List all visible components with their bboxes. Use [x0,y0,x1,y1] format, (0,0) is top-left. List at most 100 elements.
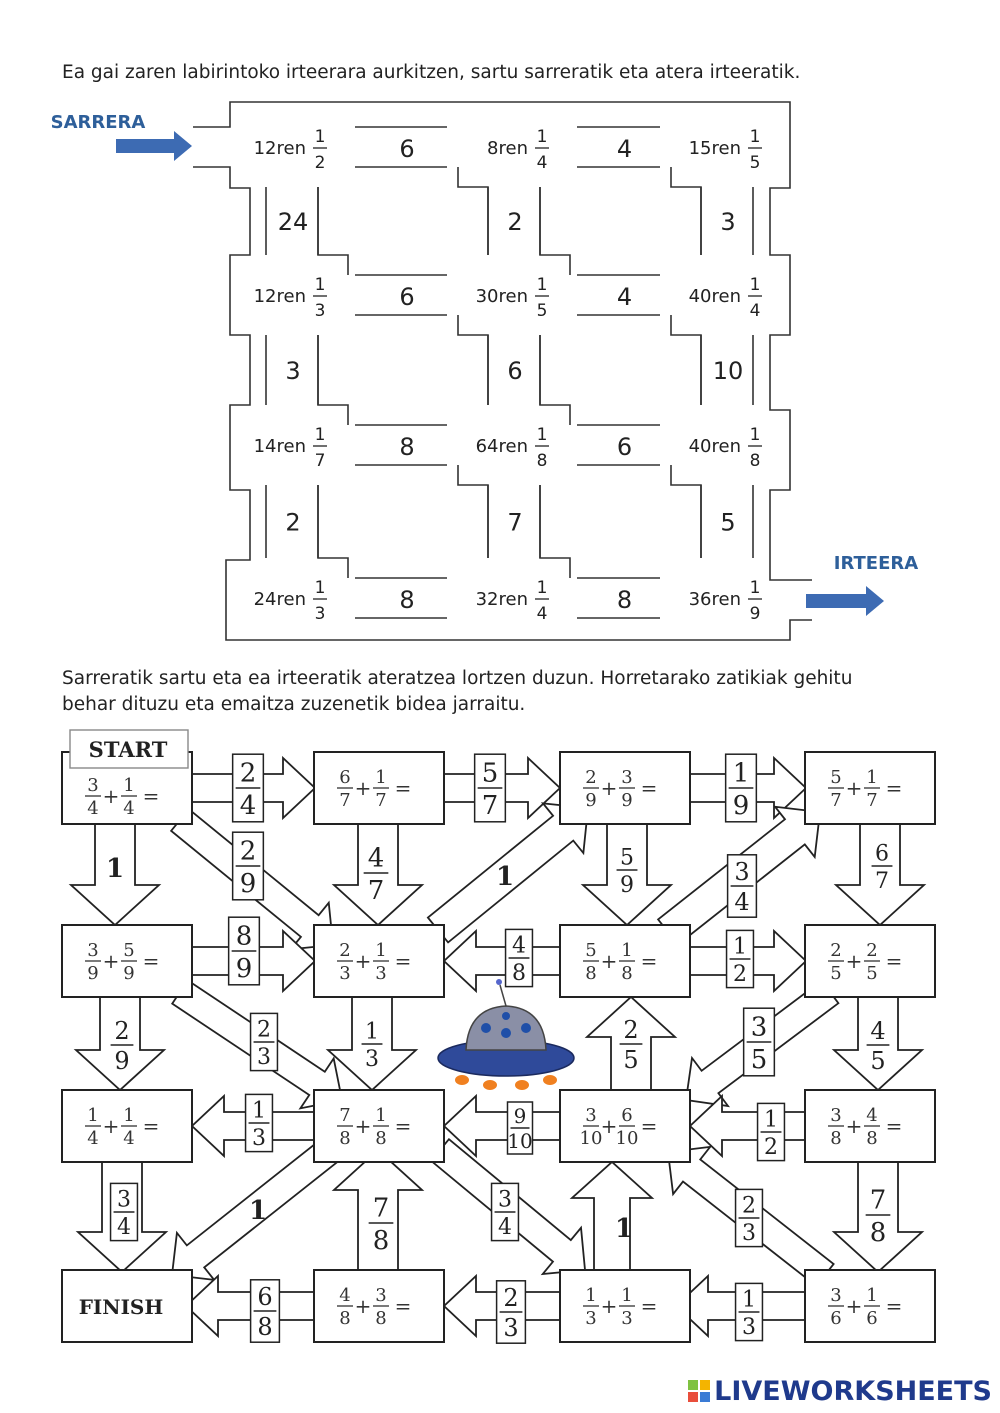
maze1-corridor-value: 3 [285,357,300,385]
maze2-eq-numerator-a: 3 [585,1105,596,1126]
maze2-eq-equals: = [143,784,160,808]
maze1-inner-wall [317,187,349,275]
maze2-eq-denominator-b: 7 [830,790,841,811]
maze2-eq-denominator-b: 9 [585,790,596,811]
maze2-arrow-diagonal [171,1137,340,1282]
maze2-value-numerator: 3 [734,858,749,886]
maze1-corridor-value: 4 [617,283,632,311]
maze2-eq-denominator-b: 5 [830,963,841,984]
maze2-arrow-value: 13 [244,1093,274,1153]
maze2-eq-numerator-c: 1 [123,1105,134,1126]
maze2-value-denominator: 9 [236,954,253,984]
maze2-eq-denominator-b: 8 [585,963,596,984]
maze1-corridor-value: 6 [507,357,522,385]
maze2-eq-equals: = [143,949,160,973]
maze2-value-denominator: 3 [257,1045,271,1070]
maze2-eq-plus: + [601,1294,618,1318]
maze2-value-numerator: 1 [742,1288,756,1313]
maze1-inner-wall [539,485,571,578]
maze2-value-denominator: 4 [498,1215,512,1240]
maze2-eq-numerator-c: 3 [375,1285,386,1306]
maze2-eq-plus: + [355,1294,372,1318]
maze2-eq-numerator-a: 2 [339,940,350,961]
maze2-finish-label: FINISH [79,1295,164,1319]
maze2-arrow-value: 12 [725,929,755,989]
maze2-equation: 36+16= [828,1285,902,1329]
maze2-value-denominator: 4 [240,791,257,821]
maze1-corridor-value: 2 [285,509,300,537]
maze2-eq-numerator-a: 3 [87,940,98,961]
maze2-value-numerator: 1 [764,1108,778,1133]
maze2-instructions-line2: behar dituzu eta emaitza zuzenetik bidea… [62,694,526,715]
maze1-node-number: 40ren [689,436,741,457]
maze1-fraction-numerator: 1 [537,127,548,147]
maze2-eq-denominator-b: 9 [87,963,98,984]
maze2-eq-denominator-d: 3 [375,963,386,984]
maze2-arrow-value: 59 [616,846,638,898]
maze2-value-whole: 1 [615,1214,633,1244]
maze1-instructions: Ea gai zaren labirintoko irteerara aurki… [62,62,801,83]
maze2-start-tag [69,729,189,769]
maze2-equation: 58+18= [583,940,657,984]
maze1-inner-wall [457,465,489,558]
maze1-fraction-numerator: 1 [537,425,548,445]
maze2-eq-denominator-b: 8 [339,1128,350,1149]
maze2-arrow-value: 68 [249,1279,281,1343]
maze2-eq-plus: + [355,776,372,800]
maze2-arrow-value: 13 [361,1020,383,1072]
maze2-eq-numerator-c: 4 [866,1105,877,1126]
maze2-arrow-value: 45 [866,1017,890,1075]
maze2-value-denominator: 5 [870,1047,885,1075]
maze1-diagram: 12ren128ren1415ren1512ren1330ren1540ren1… [51,101,918,641]
maze1-fraction-numerator: 1 [315,275,326,295]
maze2-eq-plus: + [355,1114,372,1138]
maze1-fraction-numerator: 1 [750,425,761,445]
maze2-value-denominator: 8 [373,1226,390,1256]
maze2-eq-numerator-c: 1 [866,767,877,788]
maze2-value-denominator: 7 [482,791,499,821]
maze1-corridor-value: 6 [399,135,414,163]
maze2-eq-plus: + [355,949,372,973]
maze2-eq-numerator-a: 2 [830,940,841,961]
maze1-inner-wall [317,485,349,578]
maze2-value-numerator: 7 [870,1186,887,1216]
maze2-eq-denominator-d: 8 [375,1308,386,1329]
maze1-fraction-denominator: 2 [315,153,326,173]
maze2-value-numerator: 2 [503,1284,518,1312]
maze2-arrow-value: 25 [619,1016,643,1074]
maze2-eq-numerator-c: 1 [375,1105,386,1126]
ufo-leg [543,1075,557,1085]
maze1-corridor-value: 8 [399,433,414,461]
maze2-value-numerator: 2 [240,837,257,867]
maze2-value-denominator: 3 [742,1315,756,1340]
maze2-eq-numerator-c: 6 [621,1105,632,1126]
maze2-value-numerator: 3 [498,1188,512,1213]
maze2-value-denominator: 8 [257,1313,272,1341]
maze2-eq-equals: = [641,1294,658,1318]
maze2-arrow-value: 13 [734,1282,764,1342]
maze2-value-numerator: 5 [620,846,634,871]
liveworksheets-brand: LIVEWORKSHEETS [714,1376,992,1407]
maze2-eq-equals: = [143,1114,160,1138]
maze2-arrow-down [68,823,162,927]
maze2-eq-numerator-c: 1 [621,1285,632,1306]
maze2-arrow-value: 34 [109,1182,139,1242]
maze1-corridor-value: 2 [507,208,522,236]
maze2-equation: 23+13= [337,940,411,984]
maze2-equation: 13+13= [583,1285,657,1329]
maze1-corridor-value: 7 [507,509,522,537]
maze2-eq-denominator-d: 4 [123,798,134,819]
maze2-eq-denominator-d: 9 [123,963,134,984]
maze1-corridor-value: 8 [399,586,414,614]
maze1-inner-wall [317,335,349,425]
maze2-eq-denominator-b: 8 [830,1128,841,1149]
maze1-node-number: 14ren [254,436,306,457]
maze1-corridor-value: 8 [617,586,632,614]
